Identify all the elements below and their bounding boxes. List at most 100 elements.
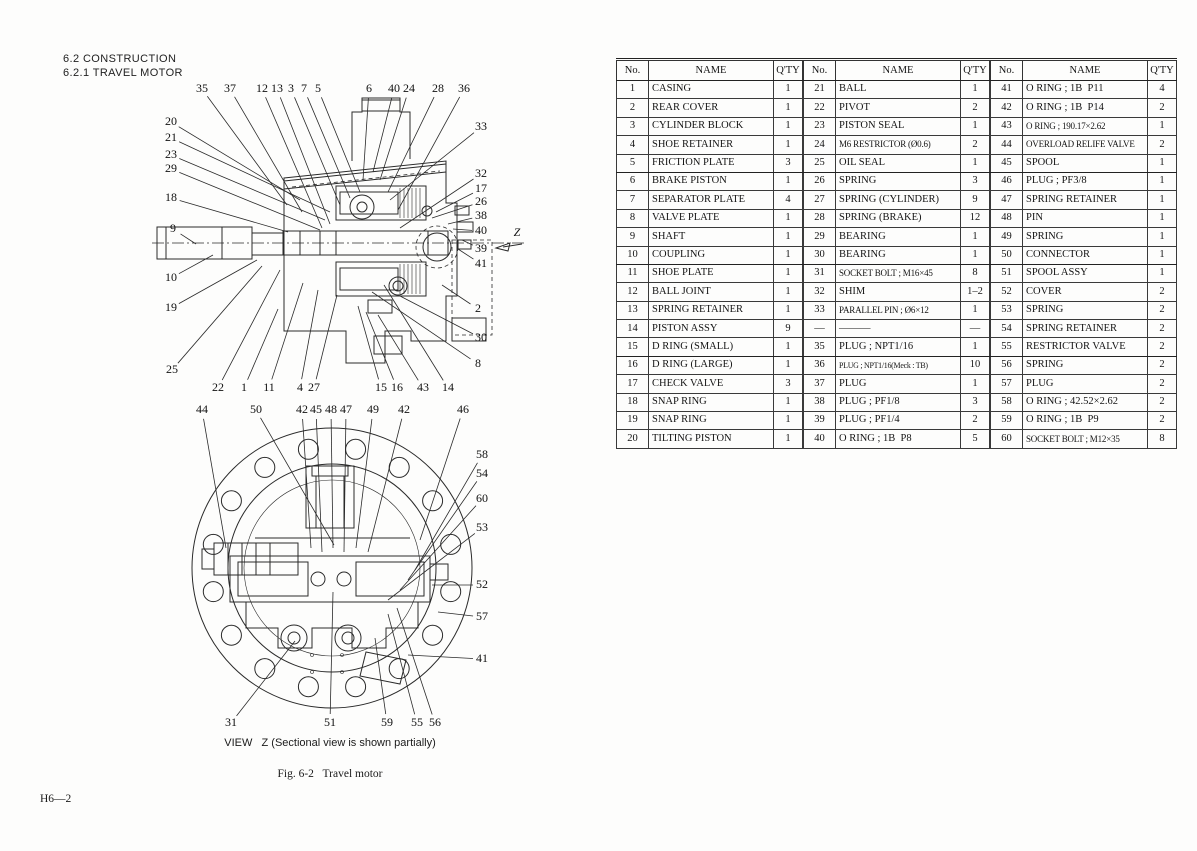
part-name: SOCKET BOLT ; M12×35 bbox=[1022, 429, 1148, 449]
leader-line bbox=[452, 228, 473, 231]
callout-number-36: 36 bbox=[458, 81, 470, 95]
callout-number-40: 40 bbox=[388, 81, 400, 95]
column-header-name: NAME bbox=[1022, 60, 1148, 81]
subsection-heading: 6.2.1 TRAVEL MOTOR bbox=[63, 67, 183, 79]
callout-number-46: 46 bbox=[457, 402, 469, 416]
part-name: COVER bbox=[1022, 282, 1148, 302]
callout-number-45: 45 bbox=[310, 402, 322, 416]
leader-line bbox=[307, 97, 351, 199]
leader-line bbox=[271, 282, 304, 380]
callout-number-5: 5 bbox=[315, 81, 321, 95]
part-qty: 1 bbox=[960, 337, 990, 357]
leader-line bbox=[357, 305, 379, 380]
part-name: SOCKET BOLT ; M16×45 bbox=[835, 263, 961, 284]
part-qty: 2 bbox=[1147, 411, 1177, 431]
part-no: 7 bbox=[616, 190, 649, 210]
leader-line bbox=[407, 654, 474, 659]
part-no: 29 bbox=[803, 227, 836, 247]
leader-line bbox=[377, 314, 419, 381]
part-qty: 1 bbox=[773, 300, 803, 321]
callout-number-25: 25 bbox=[166, 362, 178, 376]
leader-line bbox=[365, 311, 394, 380]
part-name: PLUG bbox=[835, 374, 961, 394]
part-qty: 3 bbox=[960, 171, 990, 192]
part-qty: 1 bbox=[773, 282, 803, 302]
part-qty: 1 bbox=[1147, 171, 1177, 192]
callout-number-31: 31 bbox=[225, 715, 237, 729]
callout-number-18: 18 bbox=[165, 190, 177, 204]
part-no: 37 bbox=[803, 374, 836, 394]
part-qty: 1 bbox=[1147, 190, 1177, 210]
part-qty: 10 bbox=[960, 355, 990, 376]
callout-number-41: 41 bbox=[475, 256, 487, 270]
part-no: 4 bbox=[616, 135, 649, 155]
part-no: 60 bbox=[990, 429, 1023, 449]
part-qty: 5 bbox=[960, 429, 990, 449]
part-qty: 2 bbox=[960, 98, 990, 118]
callout-number-26: 26 bbox=[475, 194, 487, 208]
callout-number-48: 48 bbox=[325, 402, 337, 416]
leader-line bbox=[397, 96, 461, 211]
part-qty: 2 bbox=[1147, 355, 1177, 376]
callout-number-23: 23 bbox=[165, 147, 177, 161]
part-no: 20 bbox=[616, 429, 649, 449]
part-no: 25 bbox=[803, 153, 836, 173]
leader-line bbox=[179, 200, 289, 233]
callout-number-8: 8 bbox=[475, 356, 481, 370]
callout-number-10: 10 bbox=[165, 270, 177, 284]
part-no: 12 bbox=[616, 282, 649, 302]
leader-line bbox=[414, 462, 478, 571]
leader-line bbox=[321, 97, 361, 193]
part-qty: 1 bbox=[773, 411, 803, 431]
part-name: PISTON SEAL bbox=[835, 116, 961, 137]
part-name: SPRING RETAINER bbox=[1022, 319, 1148, 339]
leader-line bbox=[329, 591, 334, 715]
part-qty: 2 bbox=[1147, 374, 1177, 394]
callout-number-58: 58 bbox=[476, 447, 488, 461]
leader-line bbox=[371, 291, 471, 360]
bolt-hole bbox=[422, 490, 444, 512]
callout-number-9: 9 bbox=[170, 221, 176, 235]
part-qty: 1 bbox=[960, 300, 990, 321]
part-qty: 2 bbox=[1147, 135, 1177, 155]
leader-line bbox=[178, 259, 258, 304]
callout-number-3: 3 bbox=[288, 81, 294, 95]
bolt-hole bbox=[440, 581, 462, 603]
part-name: SPOOL ASSY bbox=[1022, 263, 1148, 284]
leader-line bbox=[379, 97, 407, 181]
callout-number-13: 13 bbox=[271, 81, 283, 95]
callout-number-56: 56 bbox=[429, 715, 441, 729]
part-no: 23 bbox=[803, 116, 836, 137]
leader-line bbox=[372, 97, 393, 173]
callout-number-14: 14 bbox=[442, 380, 454, 394]
part-name: FRICTION PLATE bbox=[648, 153, 774, 173]
part-no: 35 bbox=[803, 337, 836, 357]
part-name: REAR COVER bbox=[648, 98, 774, 118]
part-no: 19 bbox=[616, 411, 649, 431]
leader-line bbox=[315, 418, 323, 553]
sectional-view-drawing bbox=[152, 97, 524, 364]
part-name: O RING ; 190.17×2.62 bbox=[1022, 116, 1148, 137]
callout-number-1: 1 bbox=[241, 380, 247, 394]
